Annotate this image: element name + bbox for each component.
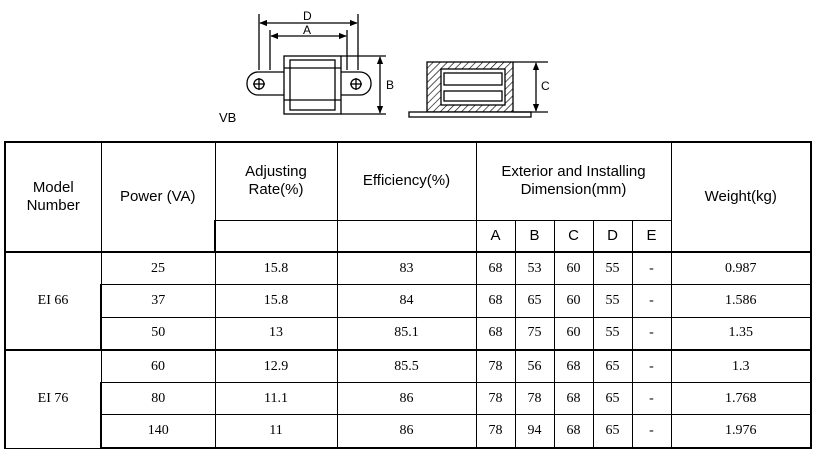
table-row: 50 13 85.1 68 75 60 55 - 1.35 — [5, 316, 813, 351]
dim-c-cell: 68 — [553, 414, 594, 450]
dim-label-c: C — [541, 79, 550, 93]
dim-c-cell: 60 — [553, 251, 594, 286]
dim-b-cell: 56 — [514, 348, 555, 384]
adjusting-cell: 12.9 — [214, 348, 338, 384]
table-row: 140 11 86 78 94 68 65 - 1.976 — [5, 414, 813, 450]
header-dimension: Exterior and Installing Dimension(mm) — [475, 141, 672, 221]
header-weight: Weight(kg) — [670, 141, 813, 253]
efficiency-cell: 83 — [336, 251, 477, 286]
transformer-dimension-drawing: D A B C — [246, 9, 550, 118]
dim-b-cell: 94 — [514, 414, 555, 450]
adjusting-cell: 11.1 — [214, 382, 338, 416]
table-row: 37 15.8 84 68 65 60 55 - 1.586 — [5, 284, 813, 318]
header-adjusting-blank — [214, 219, 338, 253]
dim-a-cell: 78 — [475, 348, 516, 384]
dim-e-cell: - — [631, 284, 672, 318]
header-dim-a: A — [475, 219, 516, 253]
dim-b-cell: 75 — [514, 316, 555, 351]
table-row: EI 76 60 12.9 85.5 78 56 68 65 - 1.3 — [4, 348, 813, 449]
front-view — [246, 14, 386, 115]
dim-label-b: B — [386, 78, 394, 92]
power-cell: 37 — [100, 284, 216, 318]
weight-cell: 1.976 — [670, 414, 813, 450]
weight-cell: 1.768 — [670, 382, 813, 416]
header-efficiency-blank — [336, 219, 477, 253]
weight-cell: 1.3 — [670, 348, 813, 384]
adjusting-cell: 13 — [214, 316, 338, 351]
dim-c-cell: 68 — [553, 348, 594, 384]
adjusting-cell: 11 — [214, 414, 338, 450]
dim-e-cell: - — [631, 348, 672, 384]
dim-d-cell: 55 — [592, 316, 633, 351]
dim-d-cell: 55 — [592, 284, 633, 318]
dim-b-cell: 78 — [514, 382, 555, 416]
header-adjusting: Adjusting Rate(%) — [214, 141, 338, 221]
efficiency-cell: 84 — [336, 284, 477, 318]
header-dim-d: D — [592, 219, 633, 253]
weight-cell: 1.35 — [670, 316, 813, 351]
weight-cell: 1.586 — [670, 284, 813, 318]
header-dim-e: E — [631, 219, 672, 253]
vb-label: VB — [219, 110, 237, 125]
table-row: EI 66 25 15.8 83 68 53 60 55 - 0.987 — [4, 251, 813, 351]
header-dim-b: B — [514, 219, 555, 253]
dim-e-cell: - — [631, 316, 672, 351]
dim-a-cell: 78 — [475, 382, 516, 416]
efficiency-cell: 85.1 — [336, 316, 477, 351]
dim-c-cell: 60 — [553, 316, 594, 351]
spec-table: Model Number Power (VA) Adjusting Rate(%… — [4, 141, 813, 450]
efficiency-cell: 85.5 — [336, 348, 477, 384]
weight-cell: 0.987 — [670, 251, 813, 286]
side-view — [408, 61, 548, 118]
header-efficiency: Efficiency(%) — [336, 141, 477, 221]
dim-d-cell: 55 — [592, 251, 633, 286]
header-power: Power (VA) — [100, 141, 216, 253]
adjusting-cell: 15.8 — [214, 284, 338, 318]
dim-b-cell: 65 — [514, 284, 555, 318]
power-cell: 60 — [100, 348, 216, 384]
model-cell: EI 76 — [4, 348, 102, 449]
power-cell: 140 — [100, 414, 216, 450]
dim-e-cell: - — [631, 251, 672, 286]
header-dim-c: C — [553, 219, 594, 253]
dim-b-cell: 53 — [514, 251, 555, 286]
adjusting-cell: 15.8 — [214, 251, 338, 286]
dim-a-cell: 78 — [475, 414, 516, 450]
dim-e-cell: - — [631, 414, 672, 450]
efficiency-cell: 86 — [336, 414, 477, 450]
dim-a-cell: 68 — [475, 284, 516, 318]
dim-label-d: D — [303, 9, 312, 23]
dim-d-cell: 65 — [592, 382, 633, 416]
dim-label-a: A — [303, 23, 311, 37]
model-cell: EI 66 — [4, 251, 102, 351]
efficiency-cell: 86 — [336, 382, 477, 416]
header-model: Model Number — [4, 141, 102, 253]
dim-d-cell: 65 — [592, 414, 633, 450]
dim-e-cell: - — [631, 382, 672, 416]
power-cell: 25 — [100, 251, 216, 286]
table-row: 80 11.1 86 78 78 68 65 - 1.768 — [5, 382, 813, 416]
dim-c-cell: 60 — [553, 284, 594, 318]
power-cell: 80 — [100, 382, 216, 416]
power-cell: 50 — [100, 316, 216, 351]
dim-a-cell: 68 — [475, 316, 516, 351]
dim-a-cell: 68 — [475, 251, 516, 286]
dim-d-cell: 65 — [592, 348, 633, 384]
dim-c-cell: 68 — [553, 382, 594, 416]
